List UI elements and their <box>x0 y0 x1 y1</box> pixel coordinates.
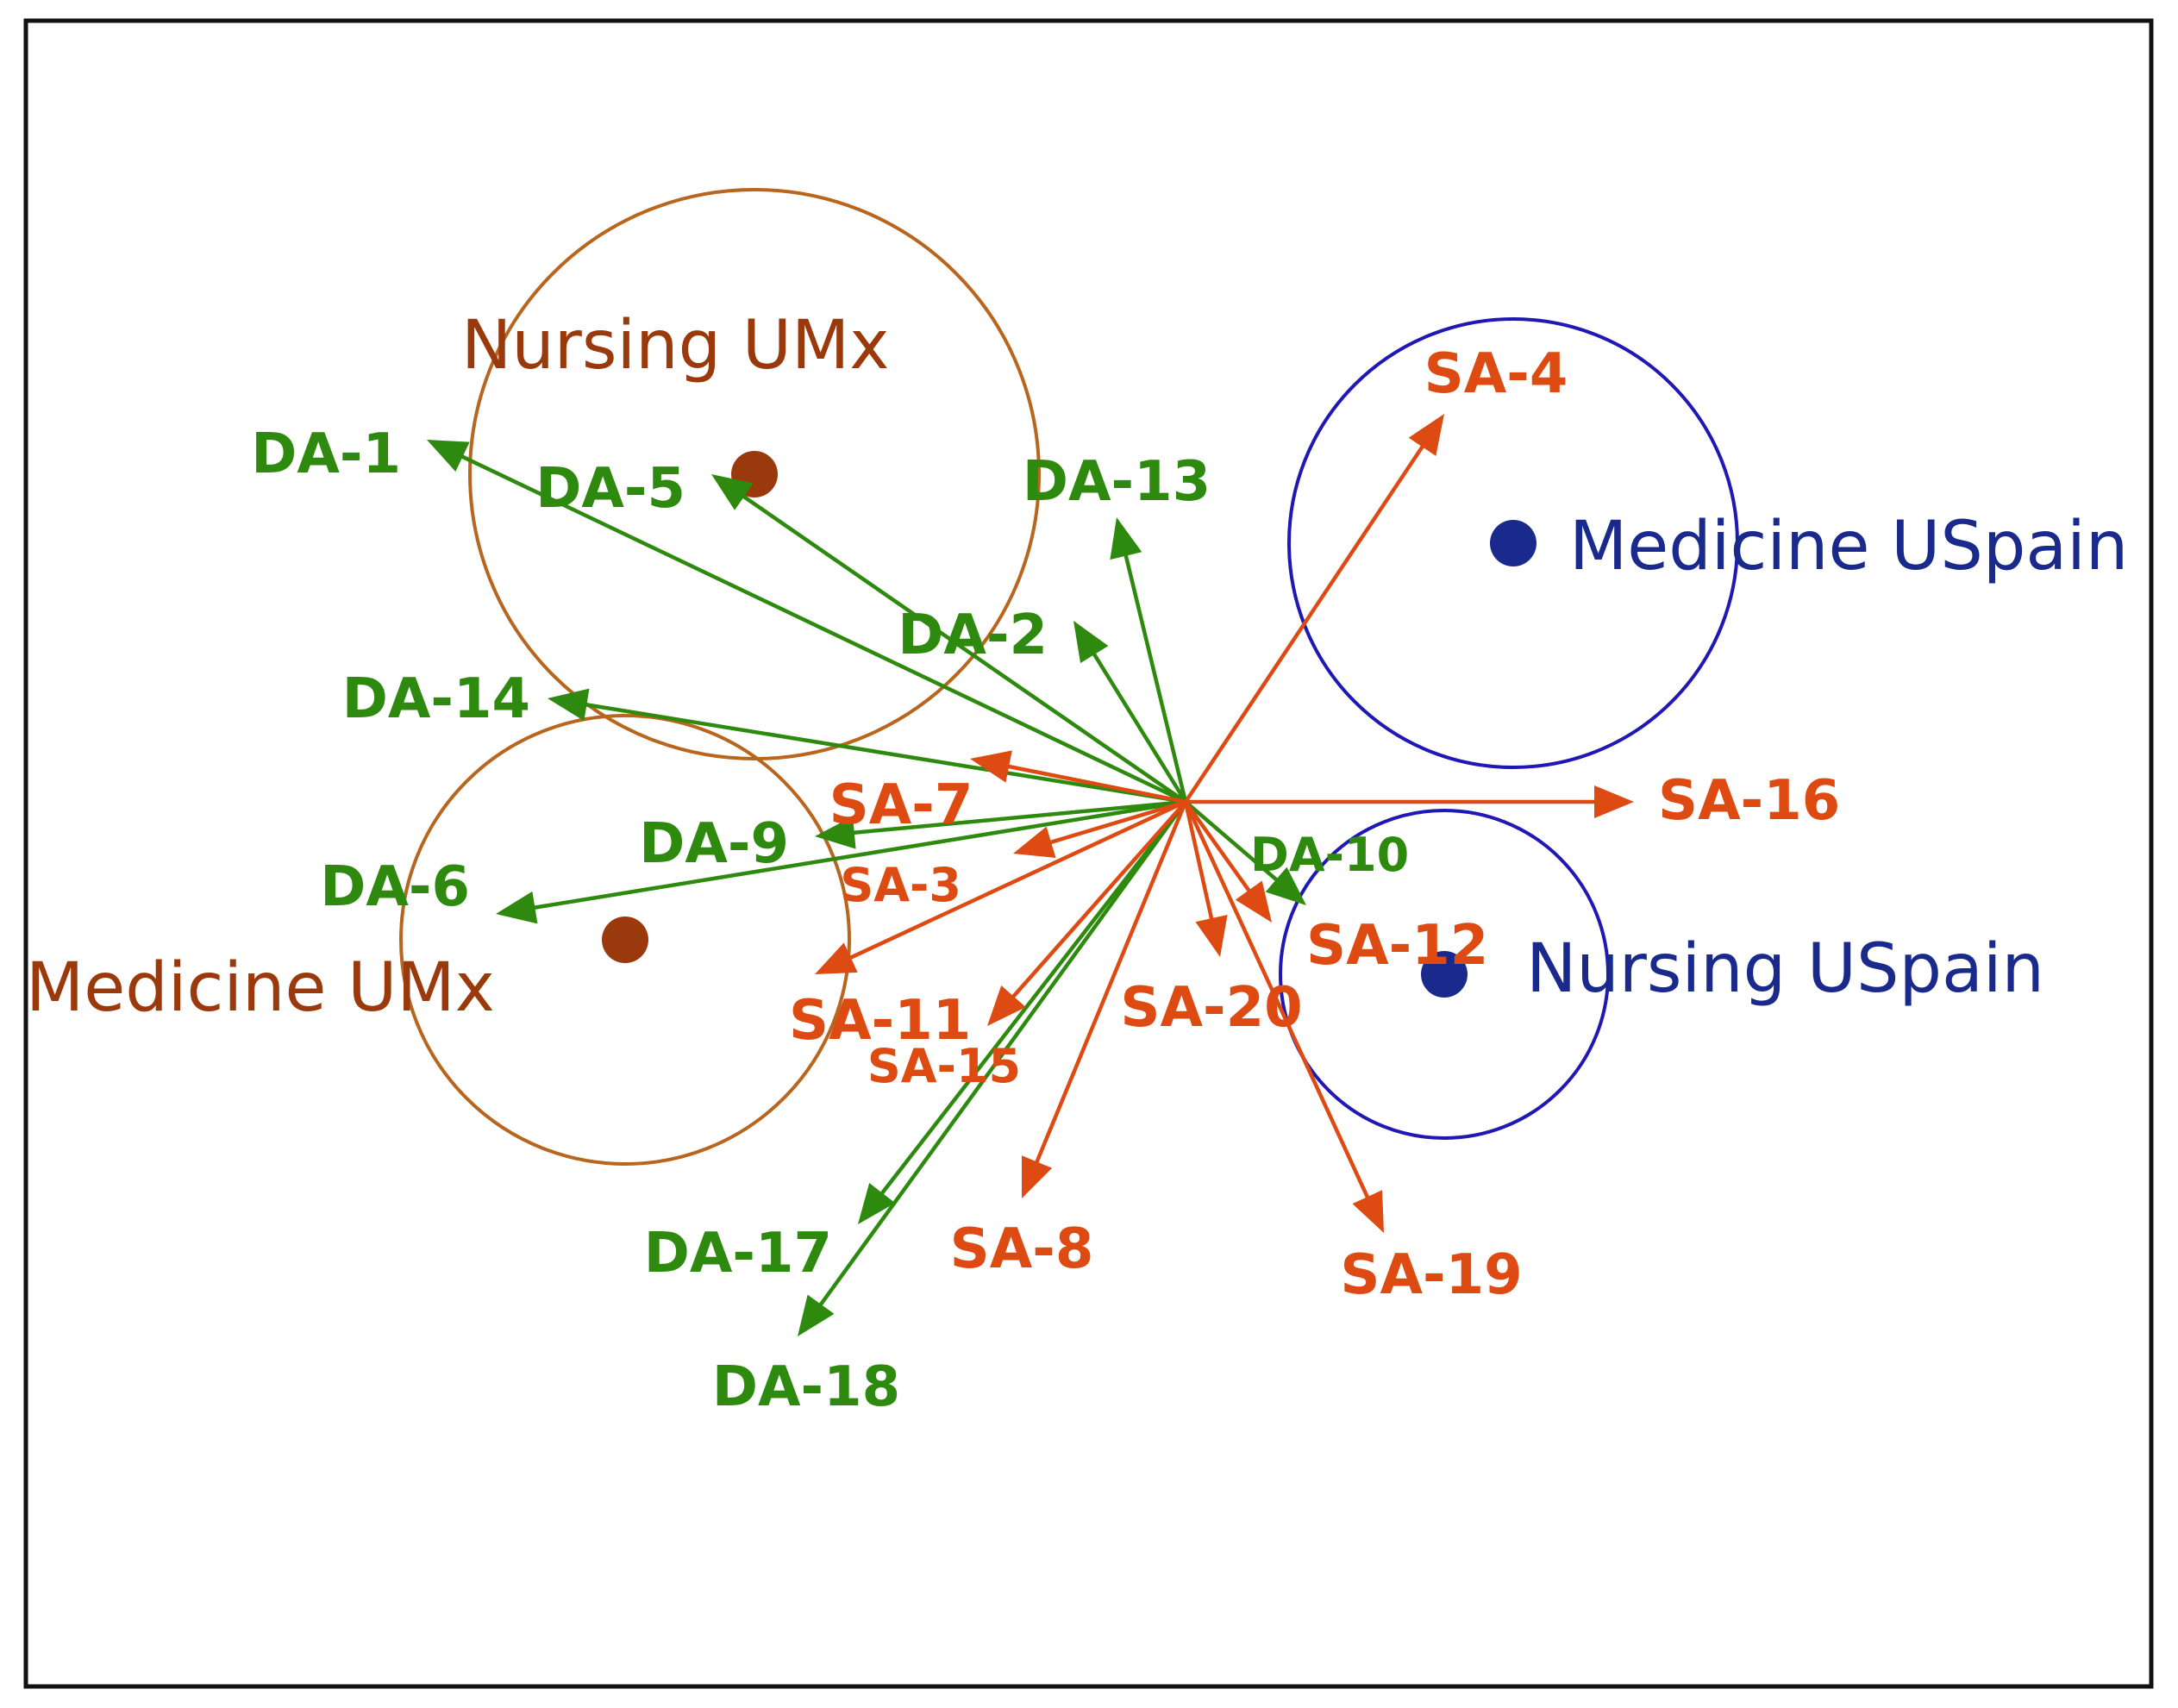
group-label-nursing-umx: Nursing UMx <box>461 307 889 385</box>
vector-arrowhead-da-1 <box>427 440 470 472</box>
vector-label-da-9: DA-9 <box>639 812 789 876</box>
vector-arrowhead-sa-7 <box>970 750 1012 783</box>
vector-line-sa-15 <box>1010 800 1187 1001</box>
vector-line-sa-19 <box>1183 801 1371 1201</box>
vector-line-da-14 <box>583 702 1186 804</box>
vector-arrowhead-sa-11 <box>815 942 858 974</box>
vector-line-da-17 <box>878 800 1187 1198</box>
vector-line-da-9 <box>850 799 1186 835</box>
vector-line-da-6 <box>531 799 1186 910</box>
vector-label-sa-7: SA-7 <box>829 773 973 837</box>
vector-line-da-5 <box>740 493 1187 804</box>
vector-arrowhead-sa-19 <box>1352 1190 1384 1233</box>
vector-arrowhead-da-6 <box>496 891 538 924</box>
vector-label-da-10: DA-10 <box>1250 828 1409 882</box>
vector-arrowhead-da-5 <box>711 474 754 510</box>
vector-line-sa-7 <box>1005 764 1186 804</box>
vector-arrowhead-sa-12 <box>1235 880 1272 923</box>
vector-arrowhead-da-9 <box>815 816 856 849</box>
vector-arrowhead-sa-20 <box>1195 914 1228 957</box>
vector-line-sa-20 <box>1183 801 1215 923</box>
vector-label-da-14: DA-14 <box>342 667 530 731</box>
vector-label-sa-19: SA-19 <box>1340 1243 1522 1307</box>
group-centroid-nursing-uspain <box>1421 951 1468 998</box>
vector-arrowhead-sa-16 <box>1594 785 1634 818</box>
group-circle-nursing-uspain <box>1279 809 1610 1140</box>
vector-label-sa-16: SA-16 <box>1658 769 1840 833</box>
vector-label-sa-3: SA-3 <box>840 858 961 912</box>
vector-line-da-18 <box>817 800 1187 1309</box>
vector-arrows <box>427 414 1634 1336</box>
vector-label-sa-11: SA-11 <box>789 989 971 1053</box>
vector-arrowhead-da-14 <box>548 688 590 722</box>
vector-arrowhead-da-17 <box>858 1183 896 1224</box>
vector-arrowhead-sa-8 <box>1022 1155 1053 1198</box>
vector-arrowhead-sa-4 <box>1408 414 1444 456</box>
vector-line-da-1 <box>458 454 1186 804</box>
group-circle-medicine-uspain <box>1287 317 1739 769</box>
vector-label-sa-12: SA-12 <box>1306 914 1488 978</box>
vector-arrowhead-da-13 <box>1110 517 1142 560</box>
vector-label-da-1: DA-1 <box>251 422 401 486</box>
vector-line-sa-12 <box>1184 800 1253 895</box>
vector-label-sa-8: SA-8 <box>950 1217 1094 1281</box>
vector-arrowhead-da-18 <box>798 1294 835 1336</box>
vector-label-sa-20: SA-20 <box>1120 976 1302 1040</box>
vector-label-da-18: DA-18 <box>712 1355 900 1419</box>
group-label-medicine-uspain: Medicine USpain <box>1569 508 2128 585</box>
vector-arrowhead-da-2 <box>1073 621 1109 664</box>
vector-label-da-2: DA-2 <box>898 604 1048 667</box>
vector-label-da-13: DA-13 <box>1023 450 1211 514</box>
vector-label-da-17: DA-17 <box>644 1222 832 1286</box>
group-centroid-medicine-umx <box>602 917 648 963</box>
vector-line-da-13 <box>1123 552 1188 803</box>
vector-arrowhead-da-10 <box>1265 867 1306 905</box>
group-label-medicine-umx: Medicine UMx <box>26 949 495 1027</box>
vector-line-sa-8 <box>1033 801 1188 1167</box>
plot-frame <box>23 18 2154 1689</box>
vector-line-da-10 <box>1184 800 1280 884</box>
vector-arrowhead-sa-15 <box>987 985 1026 1026</box>
vector-label-da-5: DA-5 <box>535 457 685 521</box>
group-centroid-medicine-uspain <box>1490 520 1536 566</box>
vector-label-da-6: DA-6 <box>320 855 470 919</box>
group-label-nursing-uspain: Nursing USpain <box>1526 930 2044 1008</box>
vector-label-sa-4: SA-4 <box>1424 342 1568 406</box>
vector-arrowhead-sa-3 <box>1013 826 1056 858</box>
vector-line-da-2 <box>1091 650 1187 804</box>
vector-line-sa-11 <box>847 799 1186 961</box>
group-circle-medicine-umx <box>399 714 851 1166</box>
vector-label-sa-15: SA-15 <box>867 1039 1021 1093</box>
vector-line-sa-3 <box>1047 799 1186 846</box>
vector-line-sa-4 <box>1184 442 1426 804</box>
